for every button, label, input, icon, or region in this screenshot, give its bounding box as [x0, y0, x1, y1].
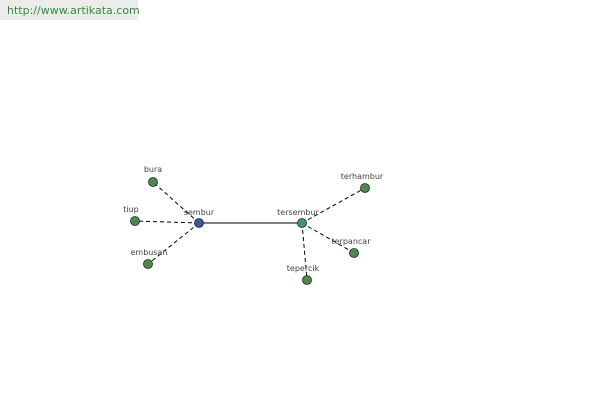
- edge-tersembur-terhambur: [301, 187, 366, 224]
- graph-edges: [134, 181, 366, 281]
- node-label-tiup: tiup: [123, 205, 139, 214]
- node-embusan[interactable]: [143, 259, 153, 269]
- node-label-tersembur: tersembur: [277, 208, 319, 217]
- node-terhambur[interactable]: [360, 183, 370, 193]
- edge-sembur-bura: [152, 181, 200, 224]
- node-label-embusan: embusan: [130, 248, 167, 257]
- node-sembur[interactable]: [194, 218, 204, 228]
- node-label-bura: bura: [144, 165, 162, 174]
- node-terpancar[interactable]: [349, 248, 359, 258]
- url-banner: http://www.artikata.com: [0, 0, 140, 20]
- graph-nodes: [130, 177, 370, 285]
- edge-sembur-embusan: [147, 222, 200, 265]
- edge-tersembur-terpancar: [301, 222, 355, 254]
- node-bura[interactable]: [148, 177, 158, 187]
- graph-labels: sembur tersembur bura tiup embusan terhambur t…: [123, 165, 384, 273]
- node-tersembur[interactable]: [297, 218, 307, 228]
- edge-tersembur-tepercik: [301, 222, 308, 281]
- node-label-terhambur: terhambur: [341, 172, 384, 181]
- site-url-link[interactable]: http://www.artikata.com: [7, 4, 140, 17]
- node-label-sembur: sembur: [184, 208, 215, 217]
- node-label-terpancar: terpancar: [332, 237, 372, 246]
- node-tepercik[interactable]: [302, 275, 312, 285]
- node-label-tepercik: tepercik: [287, 264, 320, 273]
- node-tiup[interactable]: [130, 216, 140, 226]
- edge-sembur-tiup: [134, 220, 200, 224]
